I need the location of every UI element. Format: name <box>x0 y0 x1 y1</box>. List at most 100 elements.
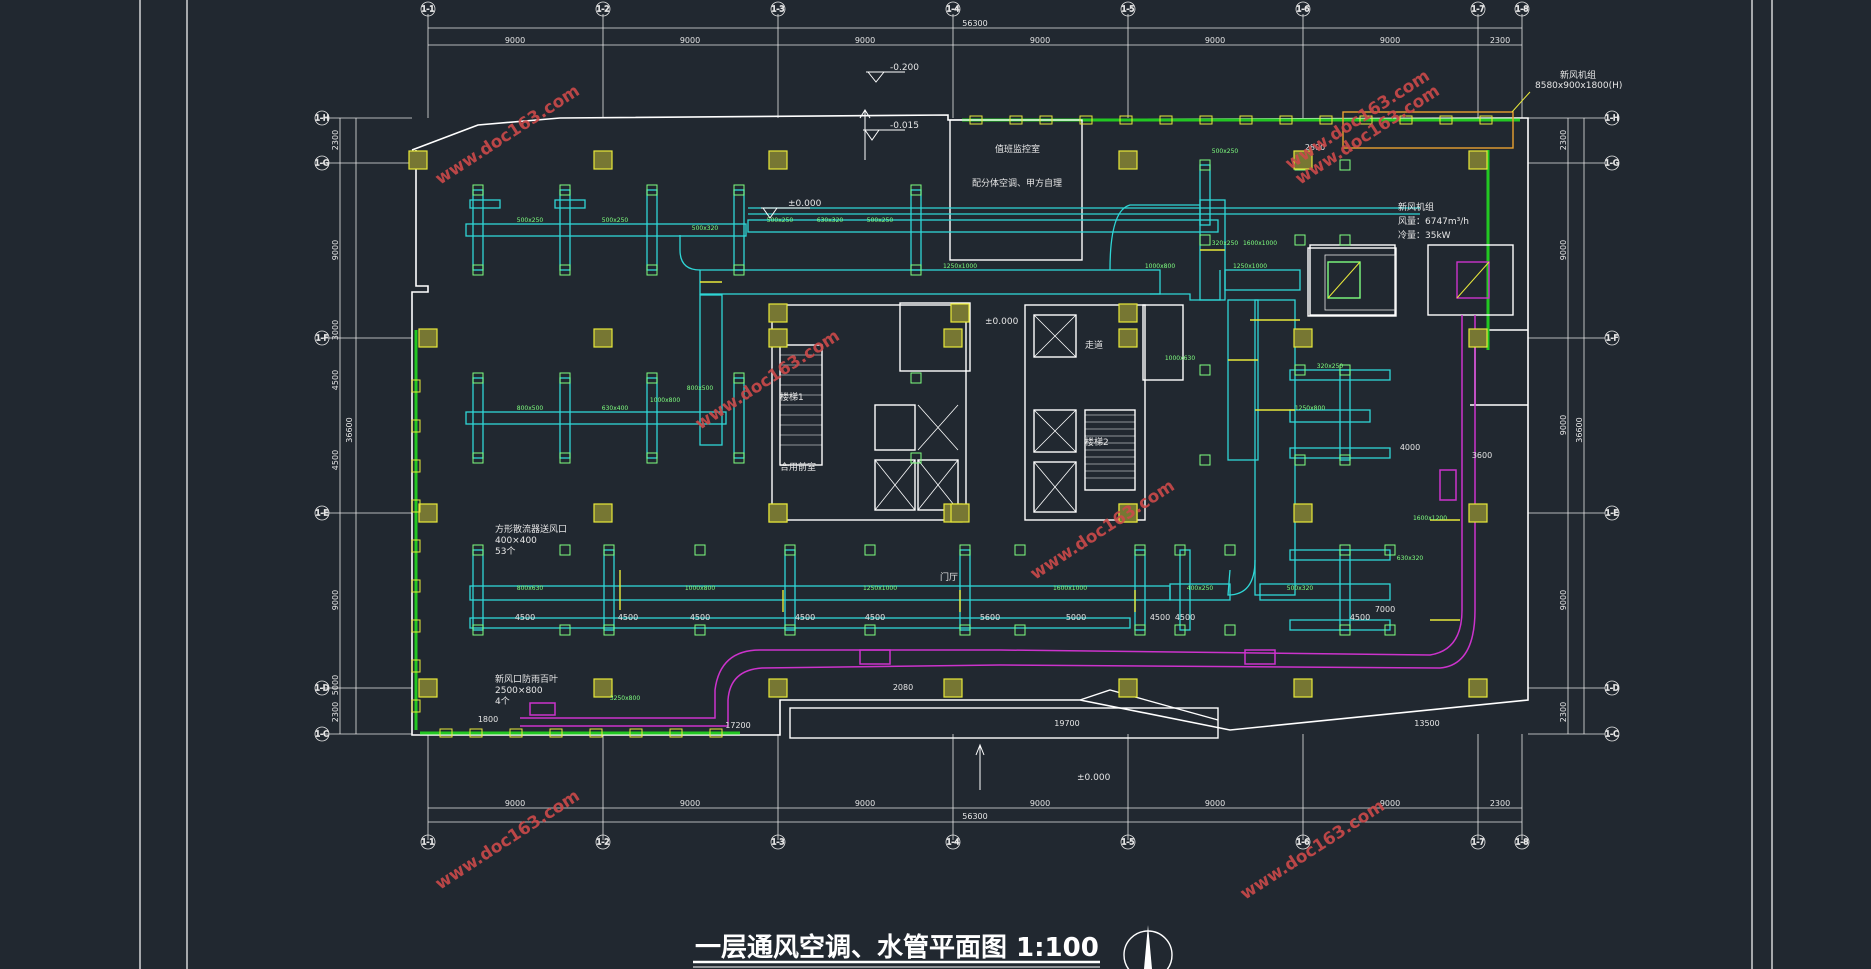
diffuser <box>472 372 484 384</box>
diffuser <box>1199 364 1211 376</box>
ahu-note: 风量：6747m³/h <box>1398 216 1469 227</box>
duct-size-label: 500x320 <box>692 225 719 232</box>
row-axis-label: 1-C <box>315 730 329 739</box>
air-duct-network <box>465 164 1420 631</box>
dimension-segment: 5000 <box>1066 613 1086 622</box>
row-axis-bubble <box>314 726 330 742</box>
column-axis-bubble <box>420 1 436 17</box>
column-axis-bubble <box>1120 834 1136 850</box>
diffuser <box>1339 624 1351 636</box>
diffuser <box>559 264 571 276</box>
row-axis-label: 1-G <box>315 159 329 168</box>
mullion <box>1079 115 1093 125</box>
diffuser <box>1199 454 1211 466</box>
column-axis-bubble <box>1120 1 1136 17</box>
mullion <box>411 419 421 433</box>
mullion <box>411 699 421 713</box>
elevation-label: ±0.000 <box>788 199 822 209</box>
column <box>768 150 788 170</box>
duct-size-label: 800x630 <box>517 585 544 592</box>
left-dimension: 4500 <box>331 450 340 470</box>
mullion <box>411 459 421 473</box>
dimension-segment: 4500 <box>1150 613 1170 622</box>
title-text: 一层通风空调、水管平面图 1:100 <box>695 932 1099 963</box>
left-dimension: 2300 <box>331 702 340 722</box>
room-label-lobby: 门厅 <box>940 571 958 583</box>
louver-note: 新风口防雨百叶 <box>495 673 558 685</box>
bottom-dimension: 9000 <box>680 799 700 808</box>
diffuser <box>1384 624 1396 636</box>
diffuser <box>694 544 706 556</box>
diffuser <box>559 624 571 636</box>
diffuser <box>1174 624 1186 636</box>
mullion <box>439 728 453 738</box>
elevation-label: ±0.000 <box>1077 773 1111 783</box>
mullion <box>1239 115 1253 125</box>
dimension-segment: 19700 <box>1054 719 1079 728</box>
column-axis-bubble <box>1295 1 1311 17</box>
right-dimension: 2300 <box>1559 702 1568 722</box>
left-total-dimension: 36600 <box>345 417 354 442</box>
left-dimension: 9000 <box>331 590 340 610</box>
column <box>418 678 438 698</box>
duct-size-label: 800x500 <box>687 385 714 392</box>
row-axis-bubble <box>1604 110 1620 126</box>
column-axis-bubble <box>945 1 961 17</box>
left-dimension: 5000 <box>331 675 340 695</box>
room-note-monitor: 配分体空调、甲方自理 <box>972 177 1062 189</box>
diffuser <box>784 624 796 636</box>
diffuser <box>559 372 571 384</box>
row-axis-bubble <box>1604 726 1620 742</box>
right-dimension: 9000 <box>1559 590 1568 610</box>
column-grid: 1-11-11-21-21-31-31-41-41-51-51-61-61-71… <box>314 1 1620 850</box>
duct-size-label: 400x250 <box>1187 585 1214 592</box>
right-dimension: 9000 <box>1559 415 1568 435</box>
room-label-stair-2: 楼梯2 <box>1085 436 1109 448</box>
row-axis-label: 1-F <box>1606 334 1619 343</box>
dimension-segment: 4500 <box>795 613 815 622</box>
column-axis-label: 1-2 <box>596 838 609 847</box>
diffuser <box>472 184 484 196</box>
column <box>1293 503 1313 523</box>
dimension-segment: 4500 <box>1175 613 1195 622</box>
drawing-title: 一层通风空调、水管平面图 1:100 <box>693 932 1100 968</box>
duct-size-label: 1250x800 <box>1295 405 1325 412</box>
column-axis-label: 1-6 <box>1296 838 1309 847</box>
top-dimension: 9000 <box>680 36 700 45</box>
duct-size-label: 630x400 <box>602 405 629 412</box>
top-dimension: 9000 <box>1380 36 1400 45</box>
column <box>943 328 963 348</box>
mullion <box>1009 115 1023 125</box>
left-dimension: 9000 <box>331 240 340 260</box>
duct-size-label: 800x500 <box>517 405 544 412</box>
column <box>593 678 613 698</box>
bottom-dimension: 9000 <box>505 799 525 808</box>
row-axis-bubble <box>314 680 330 696</box>
watermark-text: www.doc163.com <box>432 81 584 189</box>
diffuser <box>1224 544 1236 556</box>
bottom-dimension: 2300 <box>1490 799 1510 808</box>
column-axis-label: 1-8 <box>1515 838 1528 847</box>
duct-size-label: 500x320 <box>1287 585 1314 592</box>
diffuser <box>1134 544 1146 556</box>
duct-size-label: 1000x800 <box>685 585 715 592</box>
diffuser <box>1339 159 1351 171</box>
duct-size-label: 1250x1000 <box>1233 263 1267 270</box>
mullion <box>411 499 421 513</box>
right-dimension: 2300 <box>1559 130 1568 150</box>
top-total-dimension: 56300 <box>962 19 987 28</box>
right-dimension: 9000 <box>1559 240 1568 260</box>
column <box>408 150 428 170</box>
duct-size-label: 500x250 <box>517 217 544 224</box>
diffuser <box>733 184 745 196</box>
duct-size-label: 500x250 <box>767 217 794 224</box>
mullion <box>411 379 421 393</box>
diffuser <box>472 544 484 556</box>
top-dimension: 9000 <box>855 36 875 45</box>
column-axis-bubble <box>770 834 786 850</box>
dimension-segment: 4000 <box>1400 443 1420 452</box>
fresh-air-unit <box>1324 111 1514 311</box>
diffuser <box>559 452 571 464</box>
column-axis-bubble <box>595 1 611 17</box>
top-dimension: 9000 <box>505 36 525 45</box>
